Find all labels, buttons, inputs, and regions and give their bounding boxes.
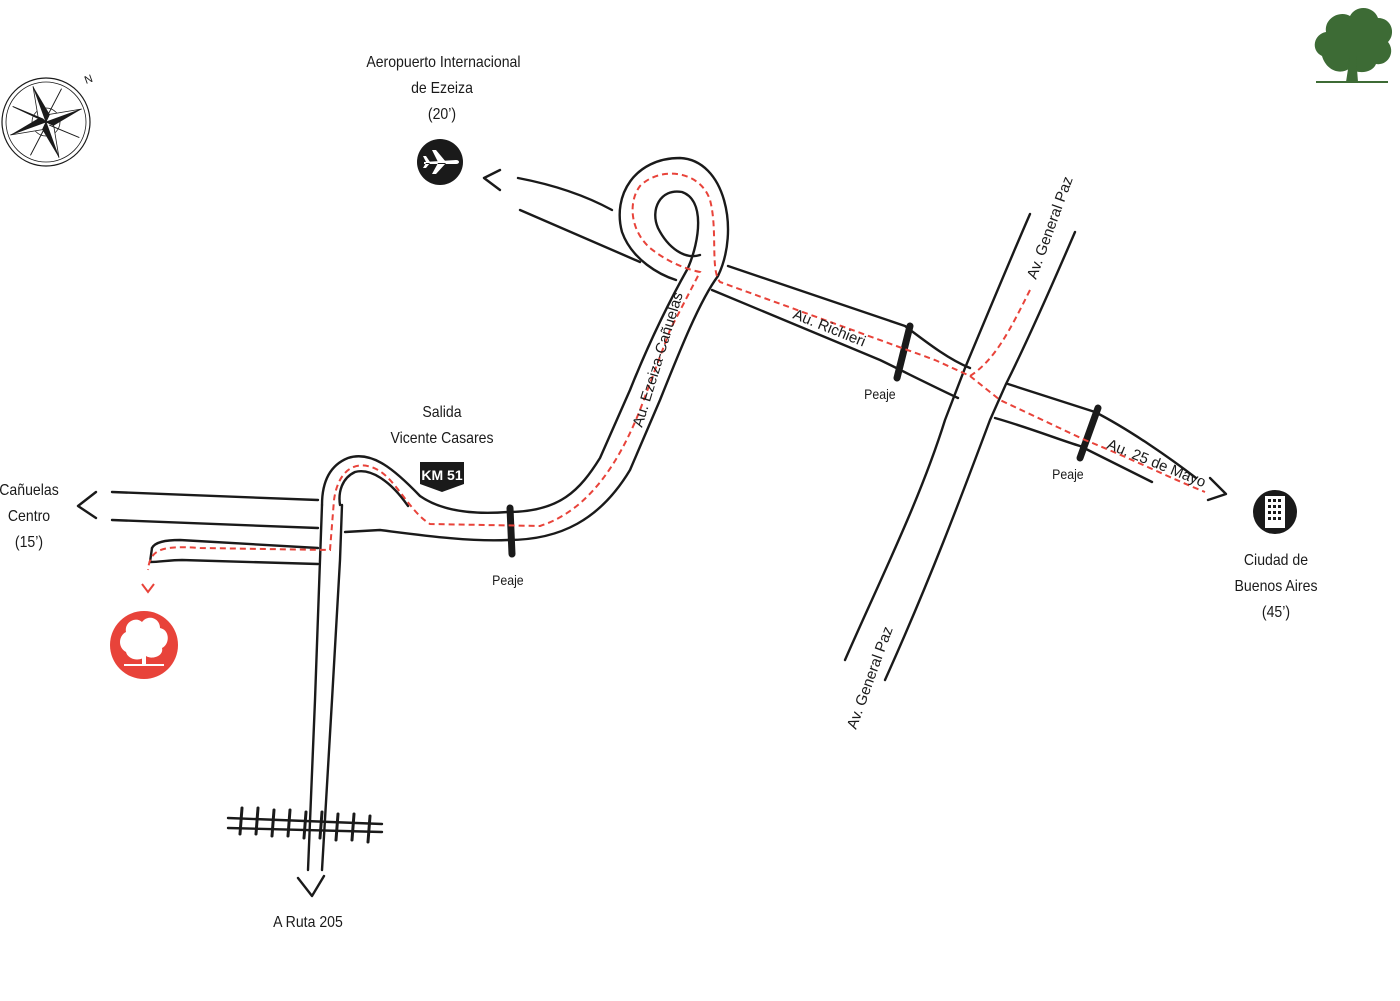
label-ruta-205: A Ruta 205: [273, 914, 343, 931]
general-paz-road-west: [843, 212, 1032, 662]
railway-ties: [238, 806, 372, 844]
airplane-icon: [417, 139, 463, 185]
compass-north-label: N: [83, 73, 95, 87]
toll-bar-richieri: [893, 322, 914, 382]
label-toll-richieri: Peaje: [864, 386, 896, 402]
compass-rose-icon: N: [1, 73, 95, 167]
richieri-road-bottom-2: [710, 288, 960, 400]
mayo-road-bottom: [993, 416, 1154, 484]
tree-logo-icon: [1314, 7, 1393, 83]
label-airport: Aeropuerto Internacional de Ezeiza (20’): [366, 54, 521, 123]
arrow-buenos-aires: [1206, 476, 1228, 502]
km-marker: KM 51: [420, 462, 464, 492]
route-line-east: [969, 375, 1206, 493]
exit-loop-inner: [338, 470, 410, 508]
richieri-road-top: [516, 176, 614, 212]
toll-bar-ezeiza: [506, 504, 516, 558]
arrow-airport: [482, 168, 502, 192]
arrow-ruta-205: [296, 874, 326, 898]
route-line: [147, 172, 1031, 571]
richieri-road-bottom: [518, 208, 642, 264]
label-canuelas: Cañuelas Centro (15’): [0, 482, 59, 551]
general-paz-road-east: [883, 230, 1077, 682]
route-arrowhead: [141, 583, 155, 594]
arrow-canuelas: [76, 490, 98, 520]
exit-ramp-top: [320, 455, 510, 515]
label-ezeiza-canuelas: Au. Ezeiza-Cañuelas: [630, 290, 687, 429]
label-buenos-aires: Ciudad de Buenos Aires (45’): [1234, 552, 1318, 621]
canuelas-road-top: [110, 490, 320, 502]
richieri-road-top-2: [726, 264, 972, 370]
building-icon: [1253, 490, 1297, 534]
label-general-paz-north: Av. General Paz: [1024, 174, 1077, 281]
label-25-de-mayo: Au. 25 de Mayo: [1105, 436, 1209, 491]
ezeiza-canuelas-road-outer: [506, 156, 730, 542]
tree-destination-icon: [110, 611, 178, 679]
ruta-205-road-west: [306, 503, 324, 872]
label-general-paz-south: Av. General Paz: [844, 624, 897, 731]
km-marker-text: KM 51: [421, 467, 462, 483]
canuelas-road-bottom: [110, 518, 320, 530]
ruta-205-road-east: [320, 503, 344, 872]
local-road-top: [150, 538, 320, 550]
toll-bar-mayo: [1076, 404, 1102, 462]
exit-ramp-bottom: [343, 528, 510, 542]
label-toll-mayo: Peaje: [1052, 466, 1084, 482]
ezeiza-canuelas-road-inner: [506, 190, 702, 514]
label-salida: Salida Vicente Casares: [390, 404, 494, 447]
label-toll-ezeiza: Peaje: [492, 572, 524, 588]
